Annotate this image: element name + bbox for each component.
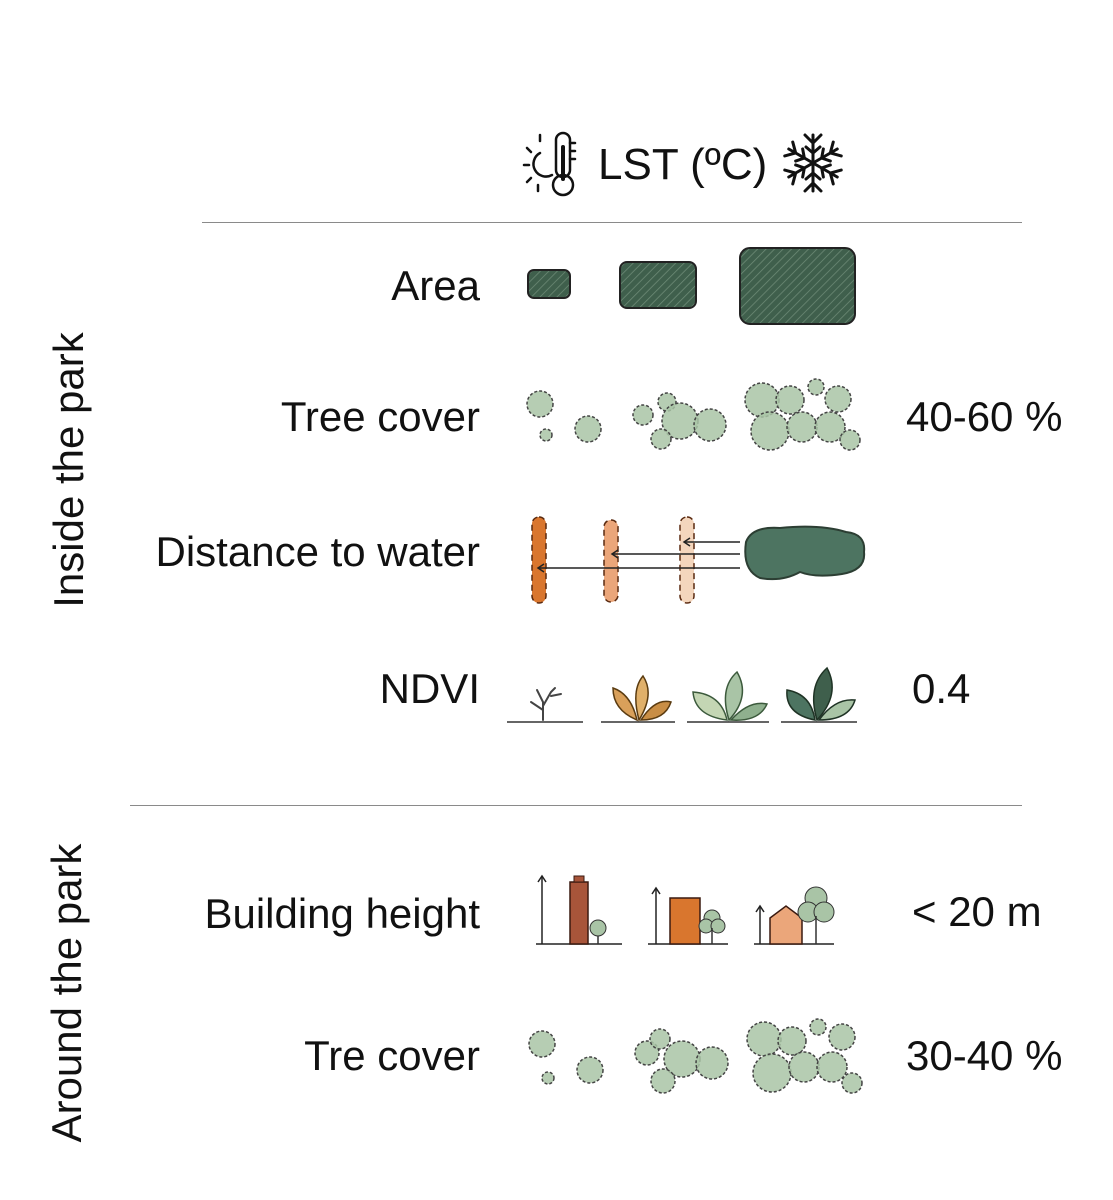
tree-icon [775,385,805,415]
small-park-icon [527,269,571,299]
row-label-tre-cover: Tre cover [304,1032,480,1079]
building-height-illustration [536,874,835,945]
medium-building-icon [669,897,701,945]
medium-tree-icon [698,909,726,934]
low-house-icon [769,905,803,945]
tree-icon [632,404,654,426]
row-label-ndvi: NDVI [379,665,480,712]
tree-icon [752,1053,792,1093]
row-label-distance-to-water: Distance to water [155,528,480,575]
area-illustration [527,247,856,325]
tree-icon [649,1028,671,1050]
tree-icon [750,411,790,451]
tree-icon [839,429,861,451]
tree-icon [526,390,554,418]
large-tree-icon [797,886,835,923]
tree-icon [824,385,852,413]
dark-green-plant-icon [786,666,856,722]
row-label-area: Area [391,262,480,309]
lst-header: LST (ºC) [520,125,845,205]
warm-edge-icon [531,516,547,604]
tree-icon [828,1023,856,1051]
tree-icon [695,1046,729,1080]
section-label-inside: Inside the park [45,332,92,608]
snowflake-icon [781,131,845,200]
value-building-height: < 20 m [912,888,1042,935]
cool-edge-icon [679,516,695,604]
value-ndvi: 0.4 [912,665,971,712]
tree-icon [576,1056,604,1084]
mid-edge-icon [603,519,619,603]
sun-thermometer-icon [520,127,584,204]
large-park-icon [739,247,856,325]
value-tre-cover: 30-40 % [906,1032,1063,1079]
tree-icon [809,1018,827,1036]
tree-icon [693,408,727,442]
tree-icon [541,1071,555,1085]
tree-icon [841,1072,863,1094]
tree-icon [539,428,553,442]
tree-icon [528,1030,556,1058]
tree-cover-illustration [526,378,861,451]
header-divider [202,222,1022,223]
ndvi-illustration [507,666,857,723]
tree-icon [788,1051,820,1083]
tree-icon [574,415,602,443]
tre-cover-illustration [528,1018,863,1094]
water-body-icon [744,525,866,581]
row-label-tree-cover: Tree cover [280,393,480,440]
value-tree-cover: 40-60 % [906,393,1063,440]
lst-title: LST (ºC) [598,140,768,189]
tree-icon [807,378,825,396]
dry-plant-icon [530,687,562,721]
tall-building-icon [569,881,589,945]
row-label-building-height: Building height [204,890,480,937]
medium-park-icon [619,261,697,309]
tree-icon [746,1021,782,1057]
tree-icon [777,1026,807,1056]
tree-icon [650,428,672,450]
section-divider [130,805,1022,806]
tree-icon [816,1051,848,1083]
tree-icon [786,411,818,443]
section-label-around: Around the park [43,843,90,1143]
small-tree-icon [589,919,607,937]
yellow-plant-icon [612,674,672,722]
distance-to-water-illustration [531,516,866,604]
tree-icon [650,1068,676,1094]
tree-icon [814,411,846,443]
light-green-plant-icon [692,670,769,722]
